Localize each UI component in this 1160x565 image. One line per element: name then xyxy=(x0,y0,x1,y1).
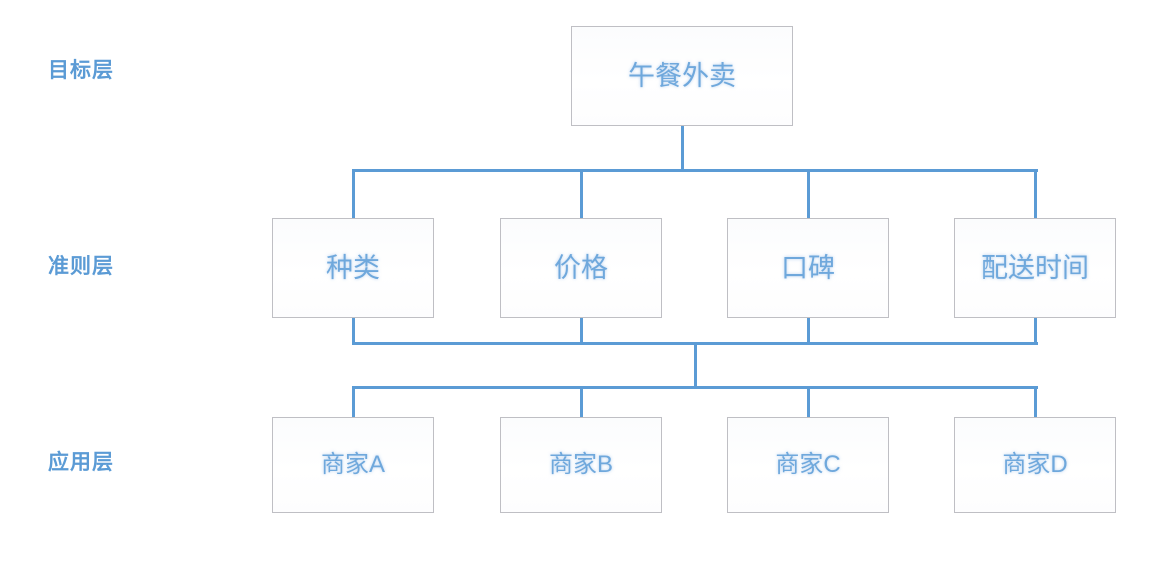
connector-mid-link xyxy=(694,342,697,389)
connector-riser-criteria-4 xyxy=(1034,318,1037,345)
node-alternative-merchant-a[interactable]: 商家A xyxy=(272,417,434,513)
node-label: 商家D xyxy=(1002,451,1068,478)
node-criteria-reputation[interactable]: 口碑 xyxy=(727,218,889,318)
connector-riser-criteria-1 xyxy=(352,318,355,345)
node-label: 午餐外卖 xyxy=(628,60,736,91)
connector-drop-alternative-3 xyxy=(807,386,810,418)
connector-riser-criteria-3 xyxy=(807,318,810,345)
node-label: 口碑 xyxy=(781,252,835,283)
connector-goal-stem xyxy=(681,126,684,172)
node-criteria-delivery-time[interactable]: 配送时间 xyxy=(954,218,1116,318)
node-label: 配送时间 xyxy=(981,252,1089,283)
connector-alternatives-bus xyxy=(353,386,1038,389)
connector-criteria-bus xyxy=(353,169,1038,172)
node-label: 价格 xyxy=(554,252,608,283)
connector-drop-criteria-1 xyxy=(352,169,355,219)
connector-drop-criteria-2 xyxy=(580,169,583,219)
node-goal-lunch-takeout[interactable]: 午餐外卖 xyxy=(571,26,793,126)
connector-drop-criteria-4 xyxy=(1034,169,1037,219)
node-criteria-category[interactable]: 种类 xyxy=(272,218,434,318)
node-alternative-merchant-c[interactable]: 商家C xyxy=(727,417,889,513)
layer-label-goal: 目标层 xyxy=(48,59,114,82)
layer-label-alternatives: 应用层 xyxy=(48,451,114,474)
node-criteria-price[interactable]: 价格 xyxy=(500,218,662,318)
node-alternative-merchant-d[interactable]: 商家D xyxy=(954,417,1116,513)
layer-label-criteria: 准则层 xyxy=(48,255,114,278)
connector-drop-alternative-4 xyxy=(1034,386,1037,418)
connector-riser-criteria-2 xyxy=(580,318,583,345)
node-alternative-merchant-b[interactable]: 商家B xyxy=(500,417,662,513)
connector-drop-criteria-3 xyxy=(807,169,810,219)
connector-drop-alternative-1 xyxy=(352,386,355,418)
node-label: 种类 xyxy=(326,252,380,283)
node-label: 商家C xyxy=(775,451,841,478)
connector-drop-alternative-2 xyxy=(580,386,583,418)
node-label: 商家A xyxy=(320,451,385,478)
node-label: 商家B xyxy=(548,451,613,478)
